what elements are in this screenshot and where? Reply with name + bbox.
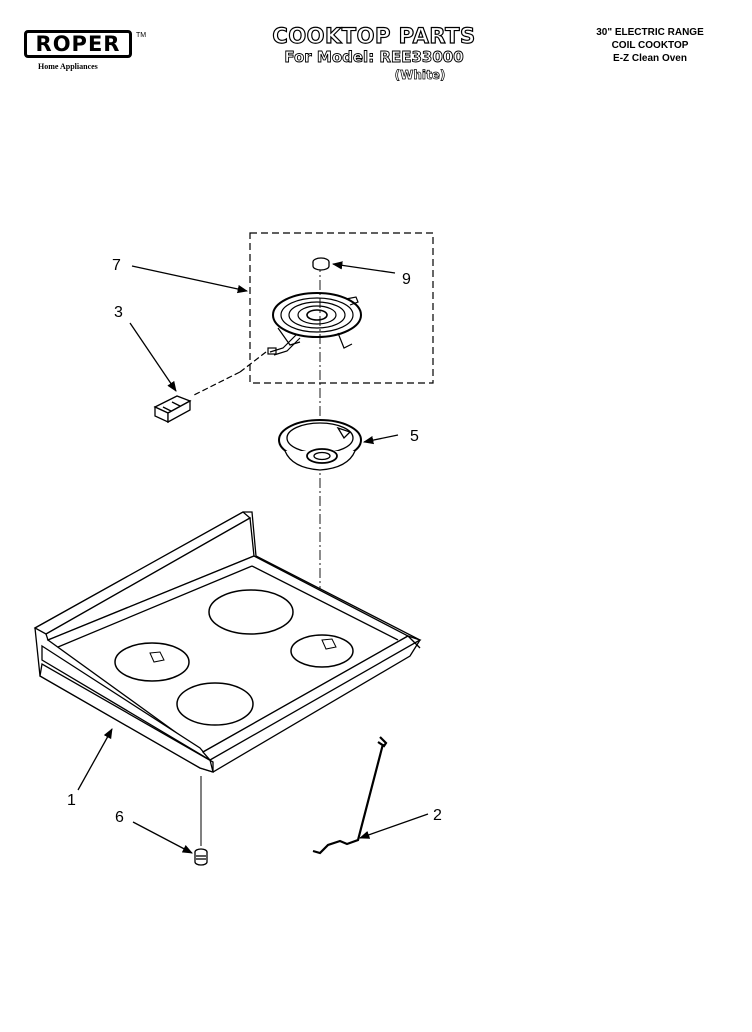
callout-7: 7 bbox=[112, 257, 121, 274]
callout-6: 6 bbox=[115, 809, 124, 826]
callout-1: 1 bbox=[67, 792, 76, 809]
cooktop-burner-openings bbox=[114, 589, 354, 726]
part-5-drip-bowl bbox=[278, 419, 362, 471]
callout-2: 2 bbox=[433, 807, 442, 824]
part-7-surface-element bbox=[191, 292, 362, 397]
roper-logo: ROPER TM Home Appliances bbox=[24, 30, 147, 71]
callout-9: 9 bbox=[402, 271, 411, 288]
brand-trademark: TM bbox=[136, 32, 147, 39]
callout-5: 5 bbox=[410, 428, 419, 445]
spec-line-3: E-Z Clean Oven bbox=[613, 53, 687, 64]
roper-logo-box: ROPER bbox=[24, 30, 132, 58]
spec-line-2: COIL COOKTOP bbox=[611, 40, 689, 51]
spec-line-1: 30" ELECTRIC RANGE bbox=[596, 27, 704, 38]
leader-1 bbox=[77, 728, 113, 791]
callout-3: 3 bbox=[114, 304, 123, 321]
leader-2 bbox=[359, 813, 429, 839]
part-1-cooktop-panel bbox=[33, 511, 422, 773]
leader-6 bbox=[132, 821, 193, 854]
model-line: For Model: REE33000 bbox=[284, 48, 464, 67]
leader-5 bbox=[362, 434, 399, 445]
part-9-element-cap bbox=[312, 257, 330, 271]
brand-name: ROPER bbox=[35, 31, 121, 56]
leader-3 bbox=[129, 322, 177, 392]
part-2-support-rod bbox=[312, 736, 388, 855]
leader-7 bbox=[131, 265, 249, 294]
part-3-terminal-block bbox=[153, 395, 192, 424]
part-6-screw bbox=[194, 848, 208, 866]
element-assembly-box bbox=[249, 232, 434, 384]
leader-arrows bbox=[77, 261, 429, 854]
model-color: (White) bbox=[394, 68, 446, 83]
leader-9 bbox=[331, 261, 396, 274]
page-title: COOKTOP PARTS bbox=[272, 23, 476, 48]
brand-subtitle: Home Appliances bbox=[38, 62, 98, 71]
spec-block: 30" ELECTRIC RANGE COIL COOKTOP E-Z Clea… bbox=[580, 26, 720, 65]
